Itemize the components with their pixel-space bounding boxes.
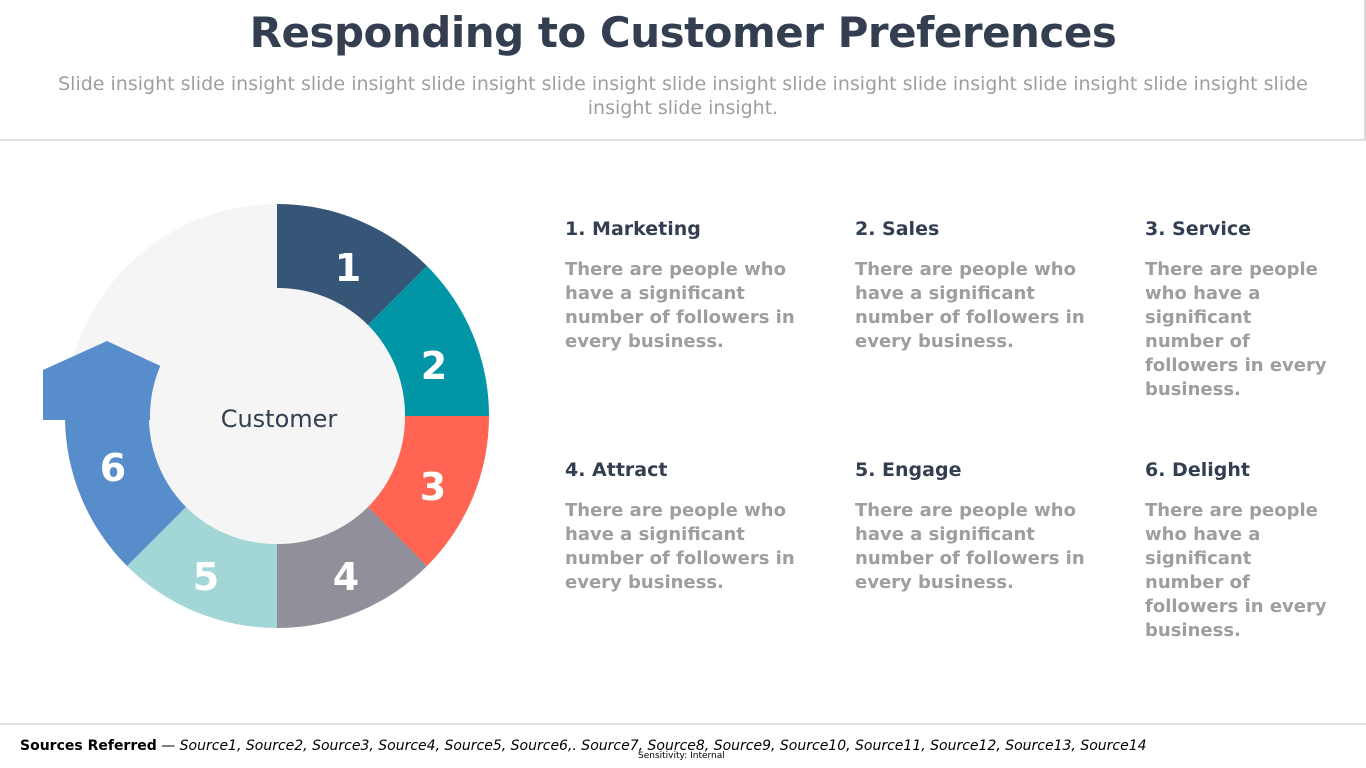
item-title: 4. Attract — [565, 459, 668, 481]
item-title: 3. Service — [1145, 218, 1252, 240]
item-marketing: 1. Marketing There are people who have a… — [565, 218, 827, 354]
item-title: 6. Delight — [1145, 459, 1250, 481]
cycle-segment-4 — [277, 507, 427, 629]
item-service: 3. Service There are people who have a s… — [1145, 218, 1335, 402]
item-body: There are people who have a significant … — [565, 500, 795, 593]
customer-cycle-diagram: 1 2 3 4 5 6 Customer — [43, 203, 490, 629]
cycle-segment-5 — [127, 507, 277, 629]
item-attract: 4. Attract There are people who have a s… — [565, 459, 827, 595]
item-sales: 2. Sales There are people who have a sig… — [855, 218, 1117, 354]
center-label: Customer — [221, 405, 338, 433]
cycle-segment-6-arrow — [43, 341, 186, 566]
segment-number-4: 4 — [333, 555, 359, 599]
item-body: There are people who have a significant … — [1145, 259, 1327, 400]
sources-referred: Sources Referred — Source1, Source2, Sou… — [20, 738, 1147, 754]
slide-insight: Slide insight slide insight slide insigh… — [58, 73, 1308, 119]
sensitivity-label: Sensitivity: Internal — [638, 751, 725, 761]
item-title: 1. Marketing — [565, 218, 701, 240]
segment-number-3: 3 — [420, 465, 446, 509]
cycle-segment-3 — [368, 416, 490, 566]
header-divider — [0, 139, 1366, 141]
cycle-segment-1 — [277, 203, 427, 325]
segment-number-6: 6 — [100, 446, 126, 490]
segment-number-5: 5 — [193, 555, 219, 599]
item-body: There are people who have a significant … — [1145, 500, 1327, 641]
cycle-segment-2 — [368, 266, 490, 416]
frame-edge — [1364, 0, 1366, 140]
footer-divider — [0, 723, 1366, 725]
segment-number-2: 2 — [421, 344, 447, 388]
item-engage: 5. Engage There are people who have a si… — [855, 459, 1117, 595]
item-delight: 6. Delight There are people who have a s… — [1145, 459, 1335, 643]
cycle-center — [150, 289, 404, 543]
item-body: There are people who have a significant … — [565, 259, 795, 352]
segment-number-1: 1 — [335, 246, 361, 290]
item-body: There are people who have a significant … — [855, 259, 1085, 352]
item-title: 5. Engage — [855, 459, 962, 481]
item-body: There are people who have a significant … — [855, 500, 1085, 593]
sources-list: — Source1, Source2, Source3, Source4, So… — [156, 738, 1147, 754]
item-title: 2. Sales — [855, 218, 940, 240]
sources-label: Sources Referred — [20, 738, 157, 754]
page-title: Responding to Customer Preferences — [249, 8, 1117, 57]
